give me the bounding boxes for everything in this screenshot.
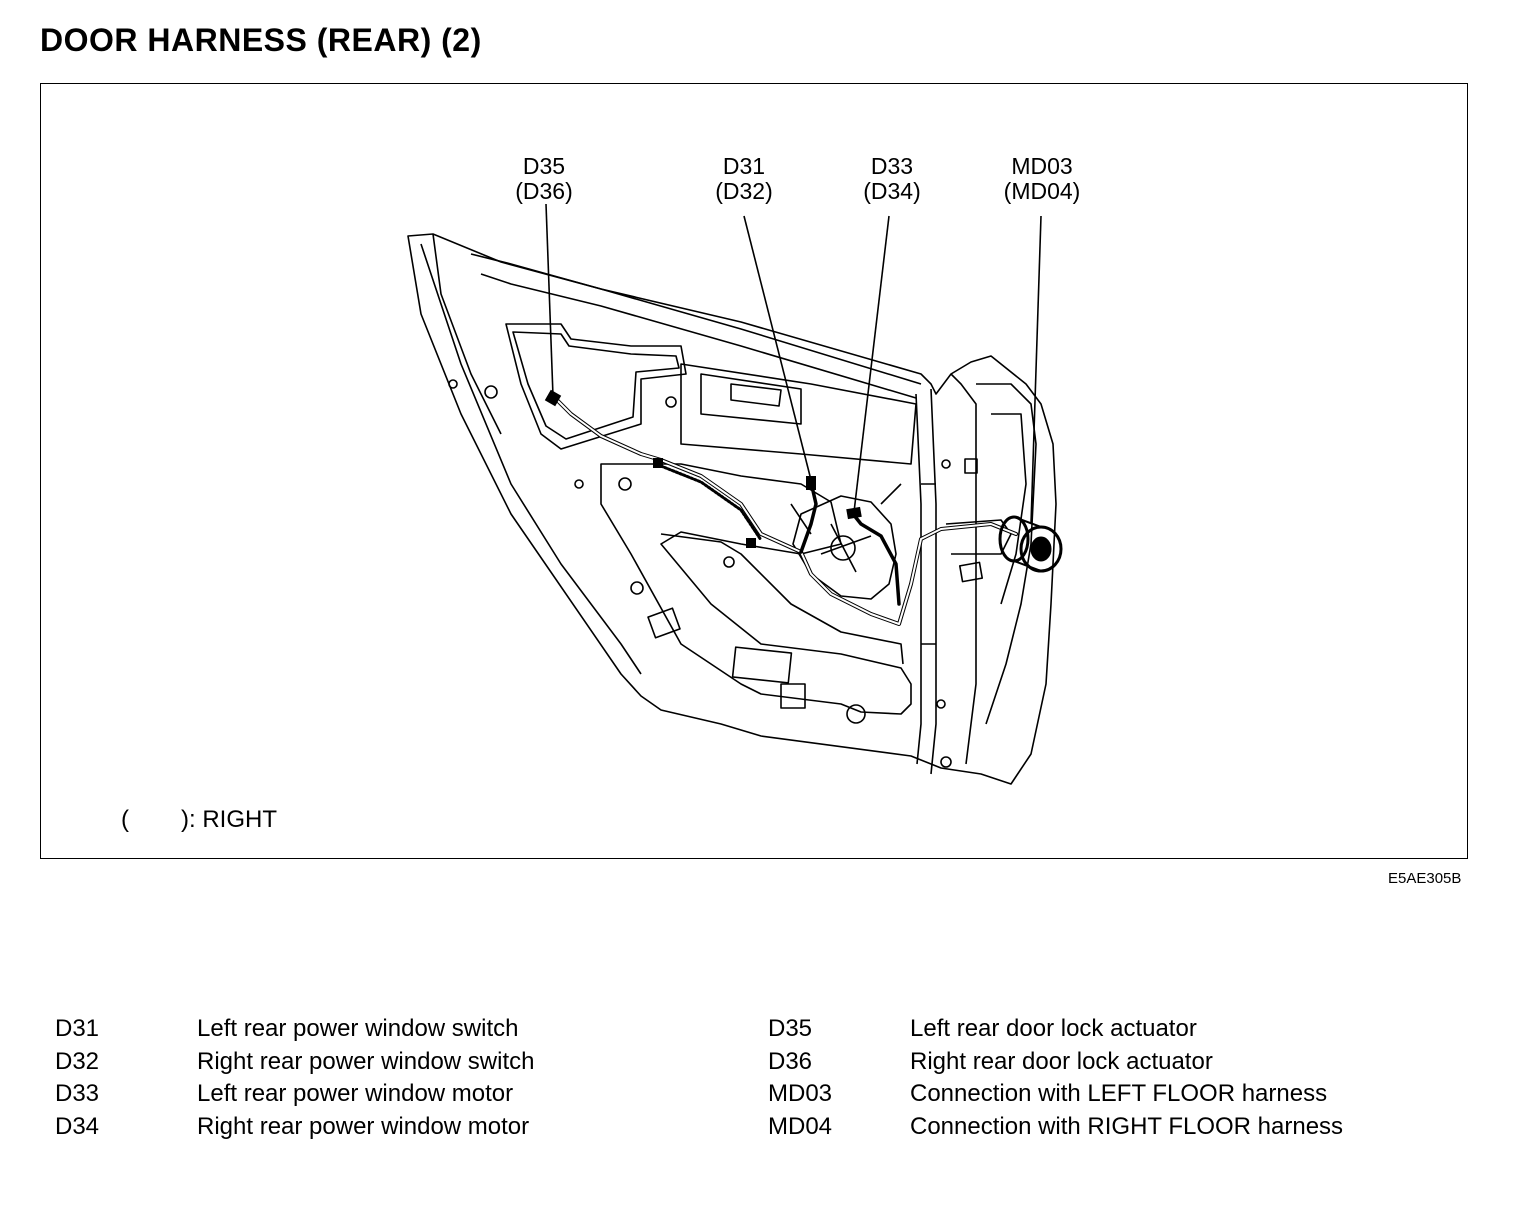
diagram-frame: D35 (D36) D31 (D32) D33 (D34) MD03 (MD04… — [40, 83, 1468, 859]
connector-d33 — [846, 506, 862, 520]
door-outer-outline — [407, 233, 1057, 785]
upper-panel-cutout — [505, 323, 687, 450]
callout-d33: D33 (D34) — [863, 153, 921, 204]
door-inner-panel-drawing — [407, 203, 1063, 785]
window-regulator — [790, 483, 902, 600]
center-recess — [680, 363, 917, 465]
leader-md03 — [1030, 215, 1042, 525]
harness-branch-d31 — [799, 480, 818, 554]
callout-md03: MD03 (MD04) — [1003, 153, 1081, 204]
callout-d35: D35 (D36) — [515, 153, 573, 204]
leader-d31 — [743, 215, 812, 481]
callout-d31: D31 (D32) — [715, 153, 773, 204]
connector-md03 — [998, 515, 1063, 573]
right-side-note: (): RIGHT — [121, 806, 277, 833]
harness-branch-d33 — [851, 512, 901, 606]
leader-d35 — [545, 203, 554, 397]
connector-d31 — [806, 476, 816, 490]
leader-d33 — [853, 215, 890, 513]
connector-d35 — [544, 389, 562, 407]
page-title: DOOR HARNESS (REAR) (2) — [40, 22, 482, 58]
lower-panel-opening — [600, 463, 912, 715]
figure-code: E5AE305B — [1388, 870, 1462, 887]
